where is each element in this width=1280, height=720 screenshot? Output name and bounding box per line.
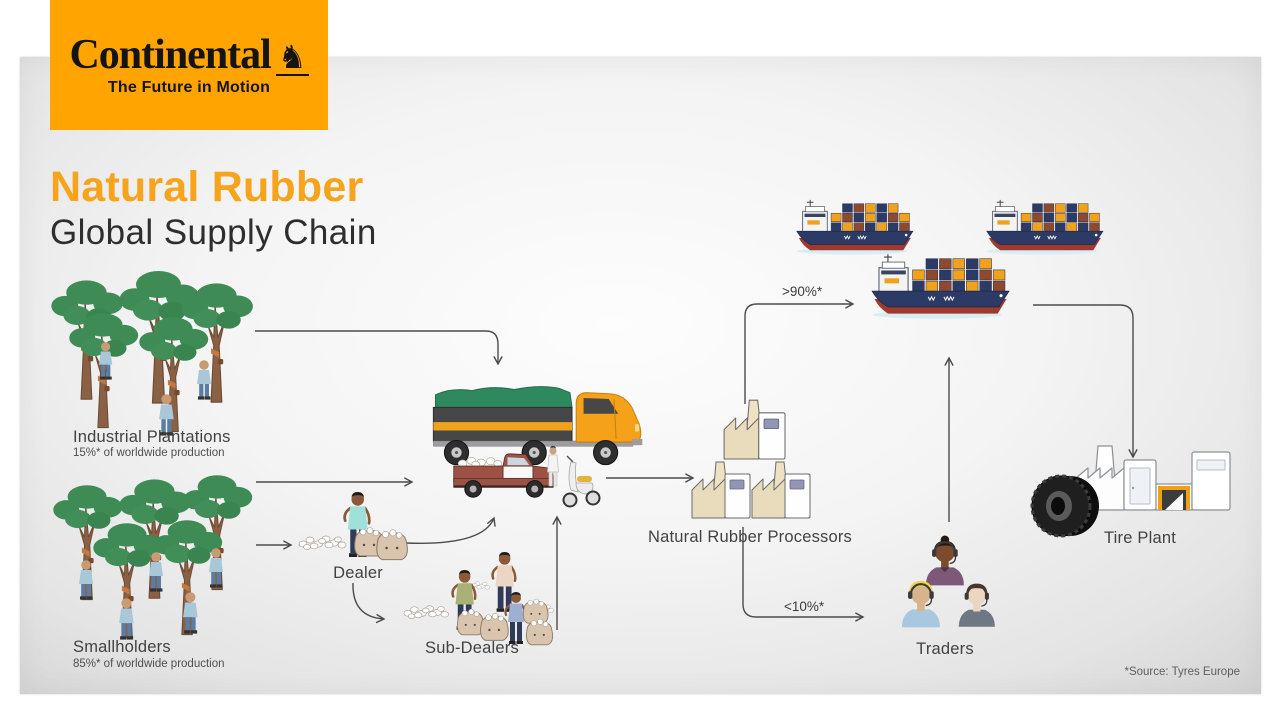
share-smallholders: 85%* of worldwide production: [73, 658, 225, 670]
source-note: *Source: Tyres Europe: [1124, 666, 1241, 678]
pickup-wheels: [464, 480, 544, 498]
arrow-processors-to-traders: [742, 527, 865, 622]
flow-share-traders: <10%*: [784, 599, 825, 614]
label-processors: Natural Rubber Processors: [648, 528, 852, 546]
page-title: Natural Rubber: [50, 163, 364, 211]
ships-illustration: [796, 199, 1104, 320]
label-smallholders: Smallholders: [73, 638, 171, 656]
trader-person-icon: [958, 583, 995, 627]
label-traders: Traders: [916, 640, 974, 658]
page-subtitle: Global Supply Chain: [50, 213, 377, 252]
processors-illustration: [691, 399, 811, 519]
brand-wordmark-row: Continental ♞: [69, 31, 309, 78]
flow-share-export: >90%*: [782, 284, 823, 299]
traders-illustration: [901, 535, 995, 628]
page-title-block: Natural Rubber Global Supply Chain: [50, 163, 377, 252]
arrow-processors-to-ship: [744, 299, 855, 404]
brand-tagline: The Future in Motion: [107, 78, 271, 96]
background-panel: [20, 57, 1261, 694]
arrow-plantations-to-truck: [255, 330, 503, 366]
arrow-dealer-to-subdealers: [352, 582, 386, 624]
trader-person-icon: [925, 535, 964, 586]
horse-icon: ♞: [275, 38, 309, 76]
tire-icon: [1030, 474, 1099, 538]
smallholders-illustration: [52, 474, 253, 640]
scooter-icon: [547, 446, 601, 508]
label-sub-dealers: Sub-Dealers: [425, 639, 519, 657]
label-tire-plant: Tire Plant: [1104, 529, 1176, 547]
pickup-truck-icon: [453, 453, 554, 498]
truck-icon: [432, 386, 643, 466]
arrow-dealer-to-pickup: [405, 516, 496, 544]
dealer-illustration: [298, 490, 408, 561]
sub-dealers-illustration: [403, 550, 554, 646]
continental-logo: Continental ♞ The Future in Motion: [50, 0, 328, 130]
label-industrial-plantations: Industrial Plantations: [73, 428, 231, 446]
arrow-ship-to-tireplant: [1033, 304, 1138, 459]
flow-arrows: [255, 299, 1138, 630]
brand-wordmark: Continental: [69, 31, 271, 78]
industrial-plantations-illustration: [50, 270, 254, 436]
tire-plant-illustration: [1030, 445, 1231, 538]
label-dealer: Dealer: [333, 564, 383, 582]
share-industrial-plantations: 15%* of worldwide production: [73, 447, 225, 459]
trader-person-icon: [901, 580, 940, 628]
